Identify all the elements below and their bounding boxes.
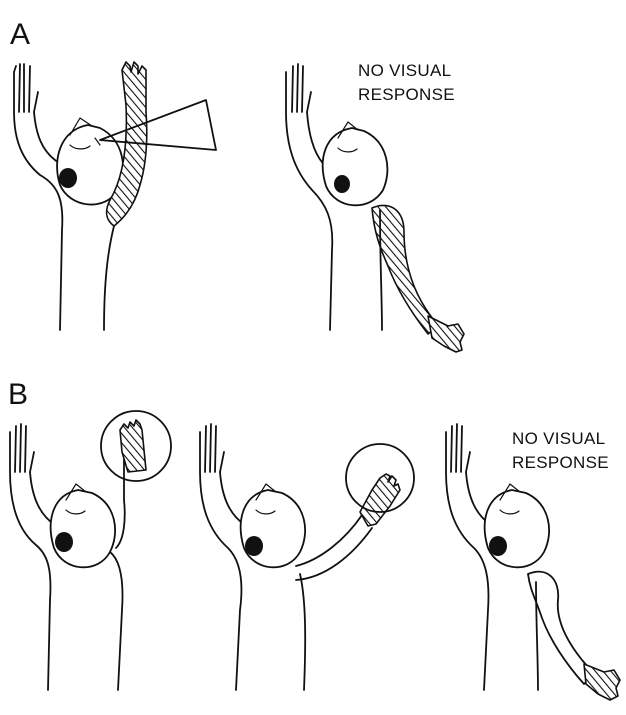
- head: [57, 118, 123, 205]
- eye: [59, 168, 77, 188]
- right-hand-hatched: [584, 664, 620, 700]
- head: [51, 484, 115, 567]
- left-arm-outline: [14, 64, 62, 330]
- b3-caption-line2: RESPONSE: [512, 453, 609, 472]
- a2-caption-line1: NO VISUAL: [358, 61, 451, 80]
- a2-caption-line2: RESPONSE: [358, 85, 455, 104]
- panel-a-letter: A: [10, 18, 30, 51]
- figure-a2: NO VISUAL RESPONSE: [286, 61, 464, 352]
- figure-b3: NO VISUAL RESPONSE: [446, 424, 620, 700]
- panel-b-letter: B: [8, 378, 28, 411]
- head: [485, 484, 549, 567]
- visual-field-wedge: [100, 100, 216, 150]
- head: [241, 484, 305, 567]
- head: [323, 122, 388, 205]
- b3-caption-line1: NO VISUAL: [512, 429, 605, 448]
- figure-b2: [200, 424, 414, 690]
- eye: [489, 536, 507, 556]
- left-arm-outline: [286, 64, 332, 330]
- right-hand-hatched: [360, 474, 400, 526]
- figure-b1: [10, 411, 171, 690]
- right-hand-hatched: [428, 316, 464, 352]
- eye: [334, 175, 350, 193]
- figure-a1: [14, 62, 216, 330]
- eye: [55, 532, 73, 552]
- eye: [245, 536, 263, 556]
